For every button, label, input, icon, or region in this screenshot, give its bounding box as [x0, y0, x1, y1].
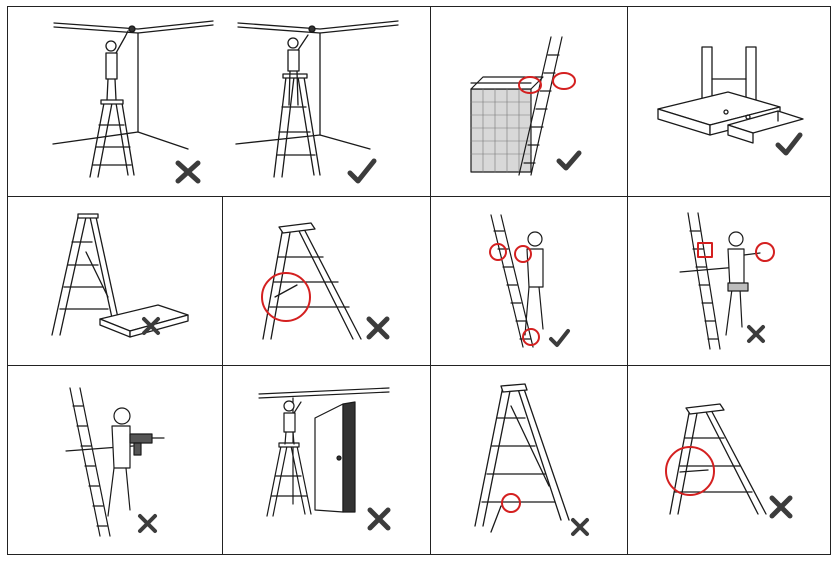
stepladder: [474, 383, 570, 533]
panel-p12: [628, 366, 830, 554]
cross-icon: [747, 325, 765, 343]
panel-p8: [628, 197, 830, 365]
panel-p9: [8, 366, 222, 554]
panel-p11: [431, 366, 627, 554]
power-drill: [129, 433, 165, 456]
highlight-circle: [501, 493, 521, 513]
check-icon: [347, 158, 377, 184]
panel-p4: [628, 7, 830, 196]
cross-icon: [142, 317, 160, 335]
worker: [287, 25, 316, 106]
stepladder: [262, 222, 362, 340]
panel-p7: [431, 197, 627, 365]
check-icon: [549, 329, 570, 347]
stepladder: [51, 213, 121, 336]
stepladder: [266, 442, 312, 517]
panel-p5: [8, 197, 222, 365]
extension-ladder: [679, 212, 739, 350]
scaffold: [470, 76, 544, 173]
cross-icon: [138, 514, 157, 533]
panel-frame-p12: [627, 365, 831, 555]
panel-p6: [223, 197, 430, 365]
highlight-circle: [261, 272, 311, 322]
wood-block: [657, 91, 804, 144]
panel-p3: [431, 7, 627, 196]
worker: [105, 25, 136, 101]
highlight-circle: [697, 242, 775, 262]
stepladder: [89, 99, 135, 178]
open-door: [314, 401, 356, 513]
highlight-circle: [665, 446, 715, 496]
highlight-circle: [518, 72, 576, 94]
cross-icon: [769, 495, 793, 519]
ceiling-corner: [52, 20, 214, 150]
worker: [283, 400, 302, 445]
stepladder: [273, 73, 321, 178]
ladder-feet: [701, 46, 757, 113]
extension-ladder: [65, 387, 134, 537]
extension-ladder: [518, 36, 563, 176]
ceiling-corner: [235, 20, 399, 150]
cross-icon: [367, 507, 391, 531]
worker: [107, 407, 131, 517]
check-icon: [556, 150, 582, 171]
check-icon: [775, 132, 803, 156]
extension-ladder: [490, 214, 534, 348]
cross-icon: [366, 316, 390, 340]
panel-p1: [8, 7, 220, 196]
stepladder: [669, 403, 767, 515]
worker: [725, 231, 761, 336]
worker: [524, 231, 544, 336]
cross-icon: [571, 518, 589, 536]
panel-p10: [223, 366, 430, 554]
highlight-circle: [489, 243, 540, 346]
panel-p2: [220, 7, 430, 196]
cross-icon: [175, 160, 201, 184]
